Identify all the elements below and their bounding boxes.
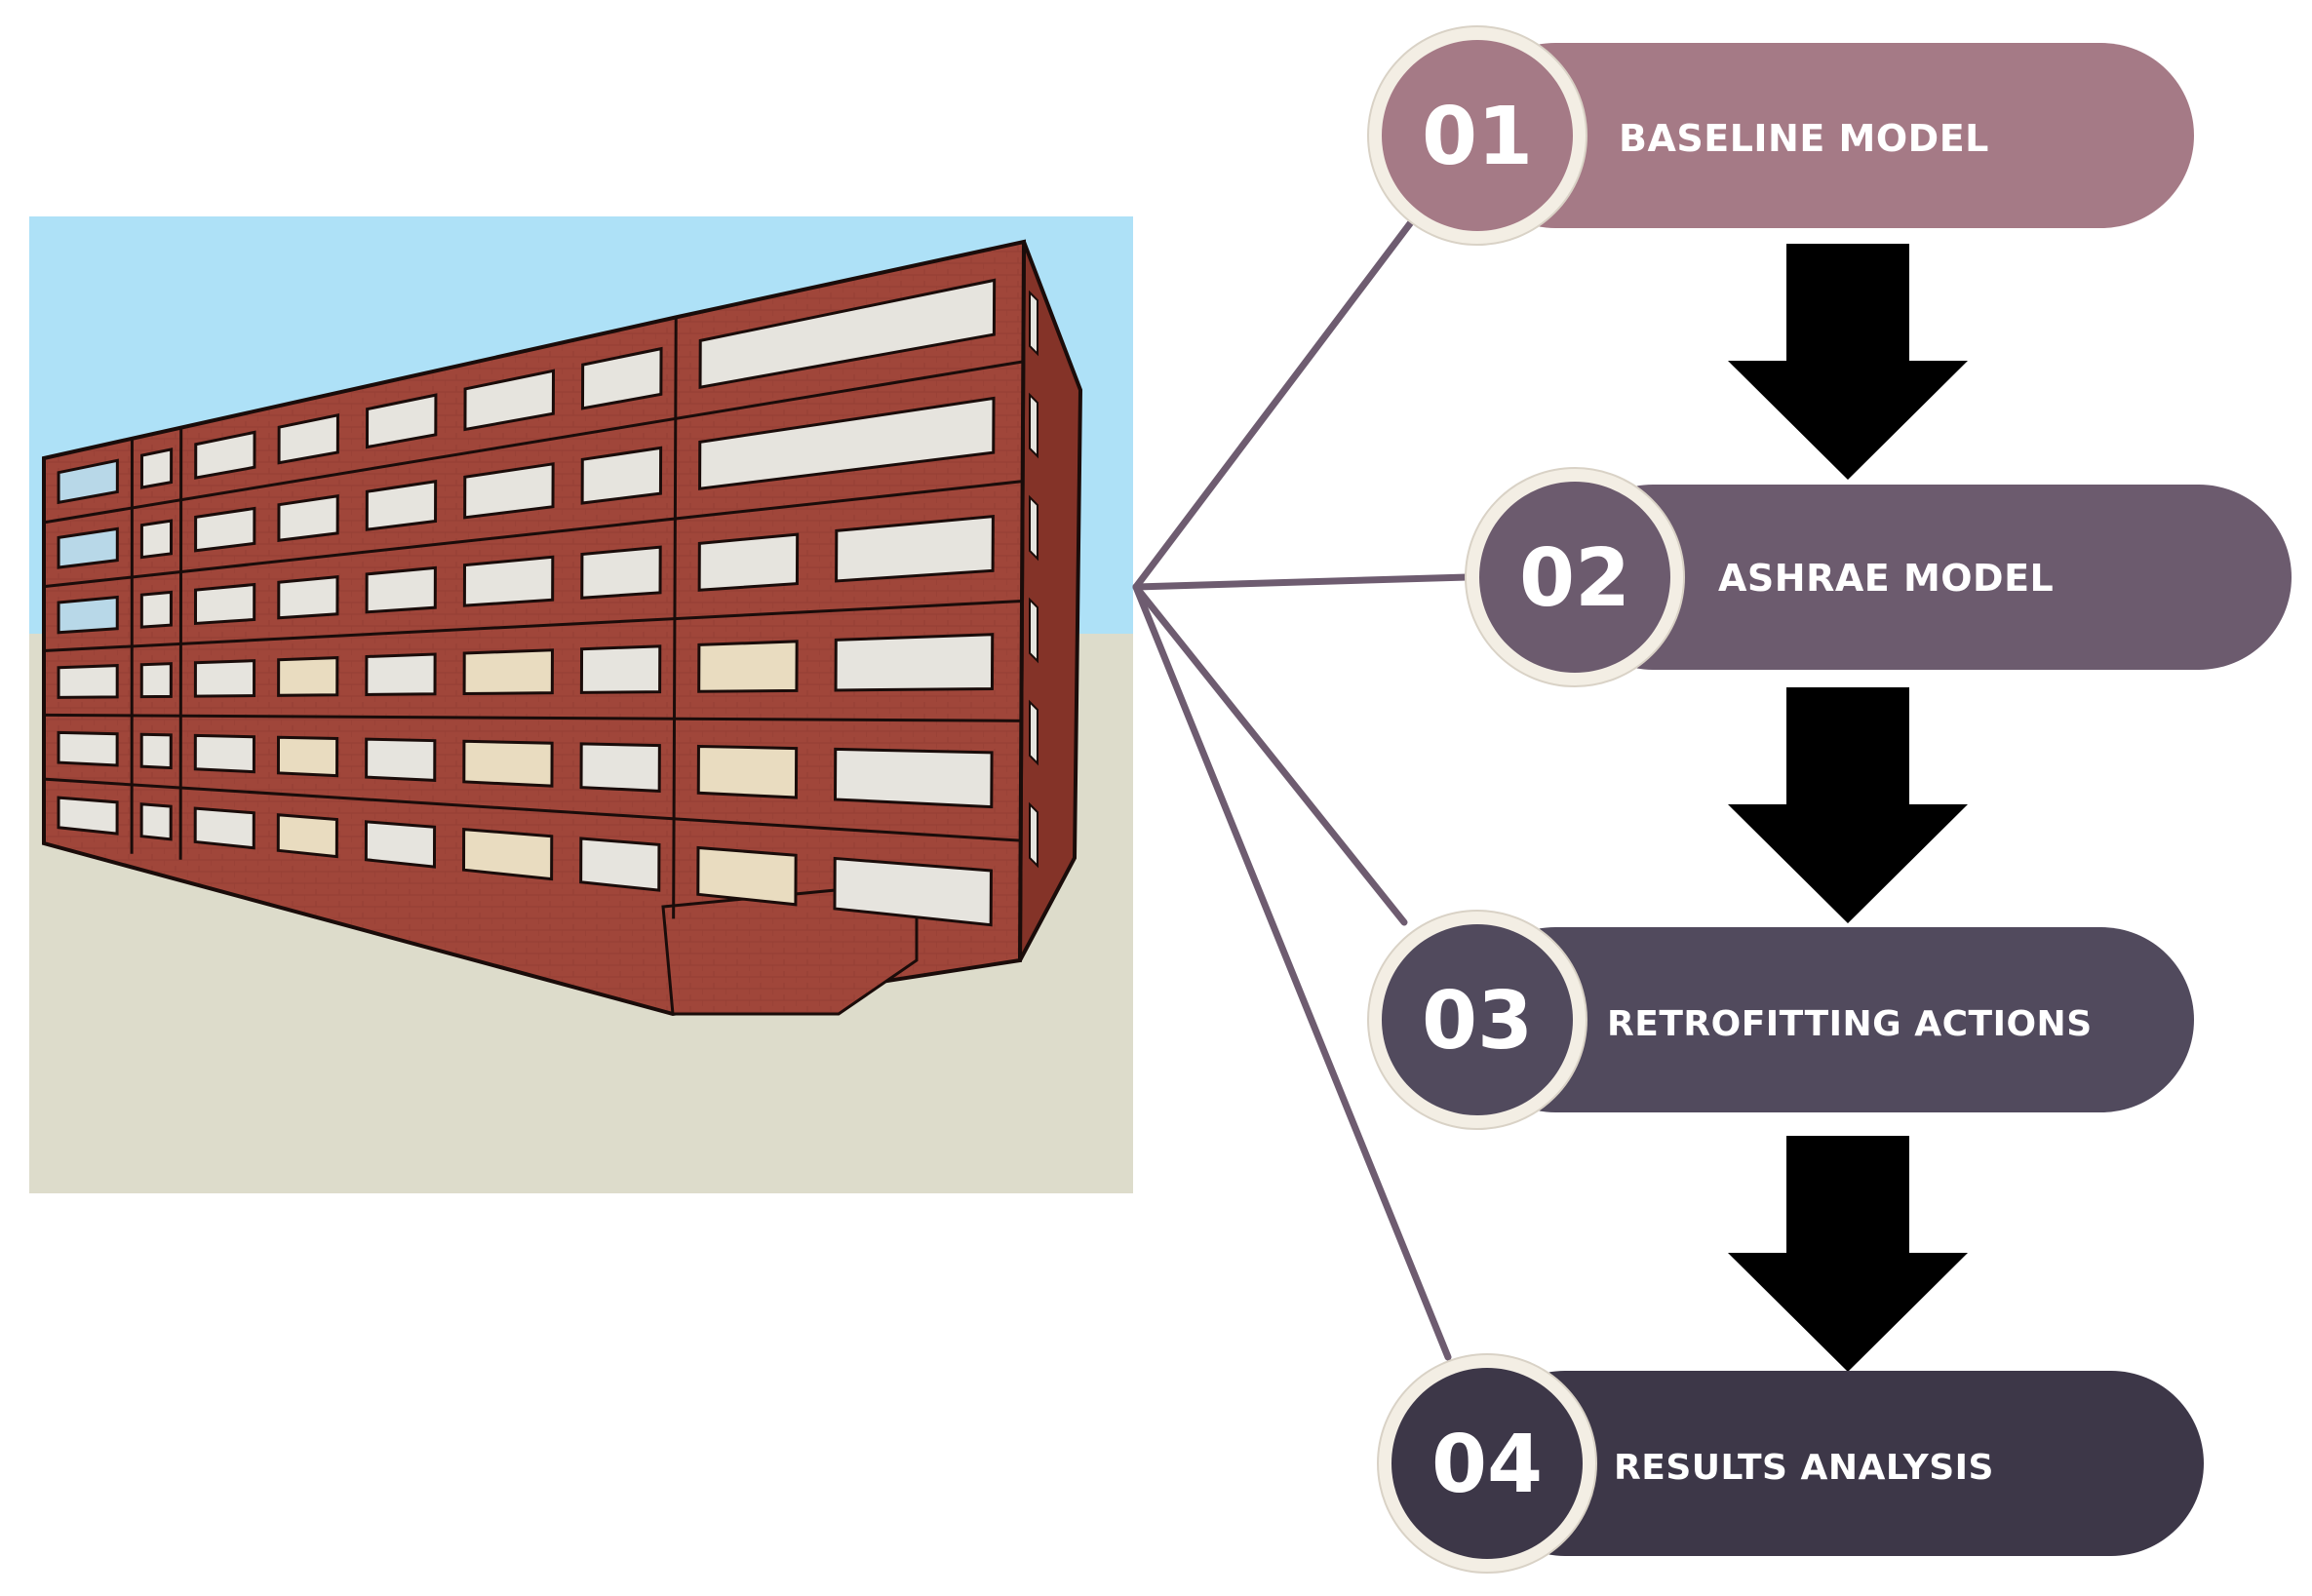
window — [580, 346, 663, 410]
connector-line-1 — [1132, 218, 1415, 591]
window — [835, 514, 995, 583]
connector-line-4 — [1132, 583, 1452, 1361]
step-2-badge — [1479, 482, 1670, 673]
floor-line — [43, 360, 1024, 525]
window — [194, 506, 256, 553]
window — [276, 813, 338, 859]
window — [277, 412, 339, 465]
down-arrow-1 — [1728, 244, 1968, 480]
window — [697, 640, 799, 693]
window — [57, 664, 119, 699]
floor-line — [43, 480, 1023, 589]
windows — [57, 278, 997, 927]
window — [365, 652, 437, 696]
bay-line — [178, 427, 183, 860]
window — [462, 648, 554, 696]
window — [834, 633, 995, 692]
window — [833, 856, 993, 927]
side-window — [1029, 801, 1038, 869]
side-window — [1029, 494, 1038, 562]
window — [365, 393, 438, 449]
floor-lines — [43, 318, 1024, 919]
window — [365, 565, 437, 614]
window — [462, 828, 554, 881]
step-3: 03 RETROFITTING ACTIONS — [1367, 910, 2194, 1130]
step-1-pill — [1463, 43, 2194, 228]
floor-line — [43, 600, 1023, 652]
side-window — [1029, 392, 1038, 459]
connector-line-2 — [1132, 573, 1471, 591]
step-2-pill — [1560, 485, 2292, 670]
window — [833, 747, 994, 809]
window — [462, 555, 555, 607]
step-4-pill — [1472, 1371, 2204, 1556]
floor-line — [43, 777, 1021, 842]
window — [277, 493, 339, 542]
window — [696, 845, 798, 907]
window — [57, 595, 119, 635]
window — [698, 396, 996, 490]
down-arrow-3 — [1728, 1136, 1968, 1372]
window — [579, 742, 661, 793]
window — [193, 733, 255, 774]
window — [579, 644, 662, 694]
floor-line — [43, 713, 1022, 722]
building-illustration — [29, 216, 1133, 1193]
step-1-label: BASELINE MODEL — [1619, 117, 1989, 160]
window — [364, 820, 437, 869]
step-3-label: RETROFITTING ACTIONS — [1607, 1004, 2093, 1044]
step-4-number: 04 — [1431, 1419, 1543, 1511]
step-1: 01 BASELINE MODEL — [1367, 25, 2194, 246]
step-2-label: ASHRAE MODEL — [1718, 557, 2054, 600]
window — [57, 526, 119, 569]
window — [365, 480, 438, 531]
window — [277, 656, 339, 697]
window — [193, 806, 255, 850]
step-3-pill — [1463, 927, 2194, 1112]
connector-line-3 — [1132, 583, 1408, 926]
window — [57, 730, 119, 767]
window — [193, 582, 256, 626]
flow-arrows — [1728, 244, 1968, 1372]
window — [462, 739, 554, 788]
window — [139, 732, 173, 770]
window — [698, 278, 997, 389]
side-window — [1029, 597, 1038, 664]
step-3-number: 03 — [1422, 975, 1533, 1068]
window — [580, 446, 663, 505]
down-arrow-2 — [1728, 687, 1968, 923]
window — [580, 545, 662, 600]
step-1-number: 01 — [1422, 91, 1533, 183]
window — [365, 737, 437, 783]
window — [139, 448, 174, 489]
step-2-number: 02 — [1519, 532, 1630, 625]
window — [57, 458, 119, 505]
side-window — [1029, 290, 1038, 357]
window — [276, 735, 339, 778]
window — [57, 796, 119, 836]
window — [139, 590, 173, 629]
step-3-badge — [1382, 924, 1573, 1115]
window — [697, 532, 800, 592]
window — [579, 837, 661, 892]
window — [193, 659, 256, 698]
window — [463, 462, 555, 520]
step-4: 04 RESULTS ANALYSIS — [1377, 1353, 2204, 1574]
bay-line — [672, 318, 678, 919]
window — [139, 662, 173, 699]
window — [139, 519, 174, 560]
window — [277, 575, 339, 620]
step-4-label: RESULTS ANALYSIS — [1614, 1448, 1994, 1488]
window — [463, 369, 556, 432]
step-1-badge — [1382, 40, 1573, 231]
side-window — [1029, 699, 1038, 766]
window — [696, 744, 799, 799]
step-2: 02 ASHRAE MODEL — [1465, 467, 2292, 687]
window — [139, 802, 173, 841]
connector-lines — [1132, 218, 1471, 1361]
step-4-badge — [1391, 1368, 1583, 1559]
side-windows — [1029, 290, 1038, 869]
window — [194, 430, 256, 480]
